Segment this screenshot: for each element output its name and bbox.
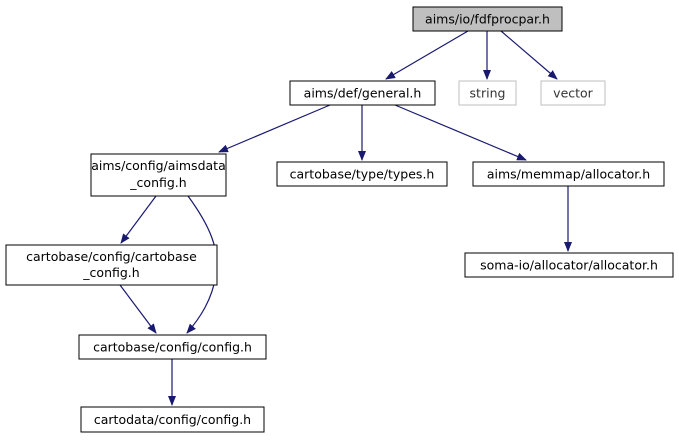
node-cartodata-config-h-label: cartodata/config/config.h <box>94 412 251 427</box>
edge-layer <box>119 30 572 406</box>
node-cartobase-config-h[interactable]: cartobase/config/config.h <box>78 334 267 360</box>
node-string-label: string <box>470 86 506 101</box>
edge-aimsdata-config-to-cartobase-config <box>120 195 157 244</box>
node-string[interactable]: string <box>458 80 517 106</box>
node-types[interactable]: cartobase/type/types.h <box>276 161 448 187</box>
node-aimsdata-config-label-line-1: aims/config/aimsdata <box>91 158 225 173</box>
node-allocator[interactable]: aims/memmap/allocator.h <box>472 161 665 187</box>
edge-fdfprocpar-to-vector <box>500 30 558 80</box>
node-fdfprocpar[interactable]: aims/io/fdfprocpar.h <box>412 6 563 32</box>
node-cartodata-config-h[interactable]: cartodata/config/config.h <box>80 406 265 433</box>
node-types-label: cartobase/type/types.h <box>290 167 435 182</box>
edge-general-to-allocator <box>394 104 527 161</box>
node-soma-allocator-label: soma-io/allocator/allocator.h <box>480 258 658 273</box>
node-aimsdata-config-label-line-2: _config.h <box>129 175 186 190</box>
node-general-label: aims/def/general.h <box>304 86 422 101</box>
node-cartobase-config[interactable]: cartobase/config/cartobase _config.h <box>5 244 218 286</box>
edge-fdfprocpar-to-general <box>385 30 469 80</box>
node-cartobase-config-label-line-2: _config.h <box>82 265 139 280</box>
node-aimsdata-config[interactable]: aims/config/aimsdata _config.h <box>90 153 227 197</box>
node-allocator-label: aims/memmap/allocator.h <box>487 167 650 182</box>
edge-cartobase-config-to-cartobase-config-h <box>119 284 157 334</box>
node-cartobase-config-h-label: cartobase/config/config.h <box>93 340 252 355</box>
node-general[interactable]: aims/def/general.h <box>289 80 436 106</box>
node-vector-label: vector <box>553 86 594 101</box>
edge-general-to-aimsdata-config <box>218 104 331 153</box>
node-soma-allocator[interactable]: soma-io/allocator/allocator.h <box>464 252 674 278</box>
node-fdfprocpar-label: aims/io/fdfprocpar.h <box>425 12 550 27</box>
node-cartobase-config-label-line-1: cartobase/config/cartobase <box>26 249 197 264</box>
node-layer: aims/io/fdfprocpar.h aims/def/general.h … <box>5 6 674 433</box>
node-vector[interactable]: vector <box>540 80 606 106</box>
